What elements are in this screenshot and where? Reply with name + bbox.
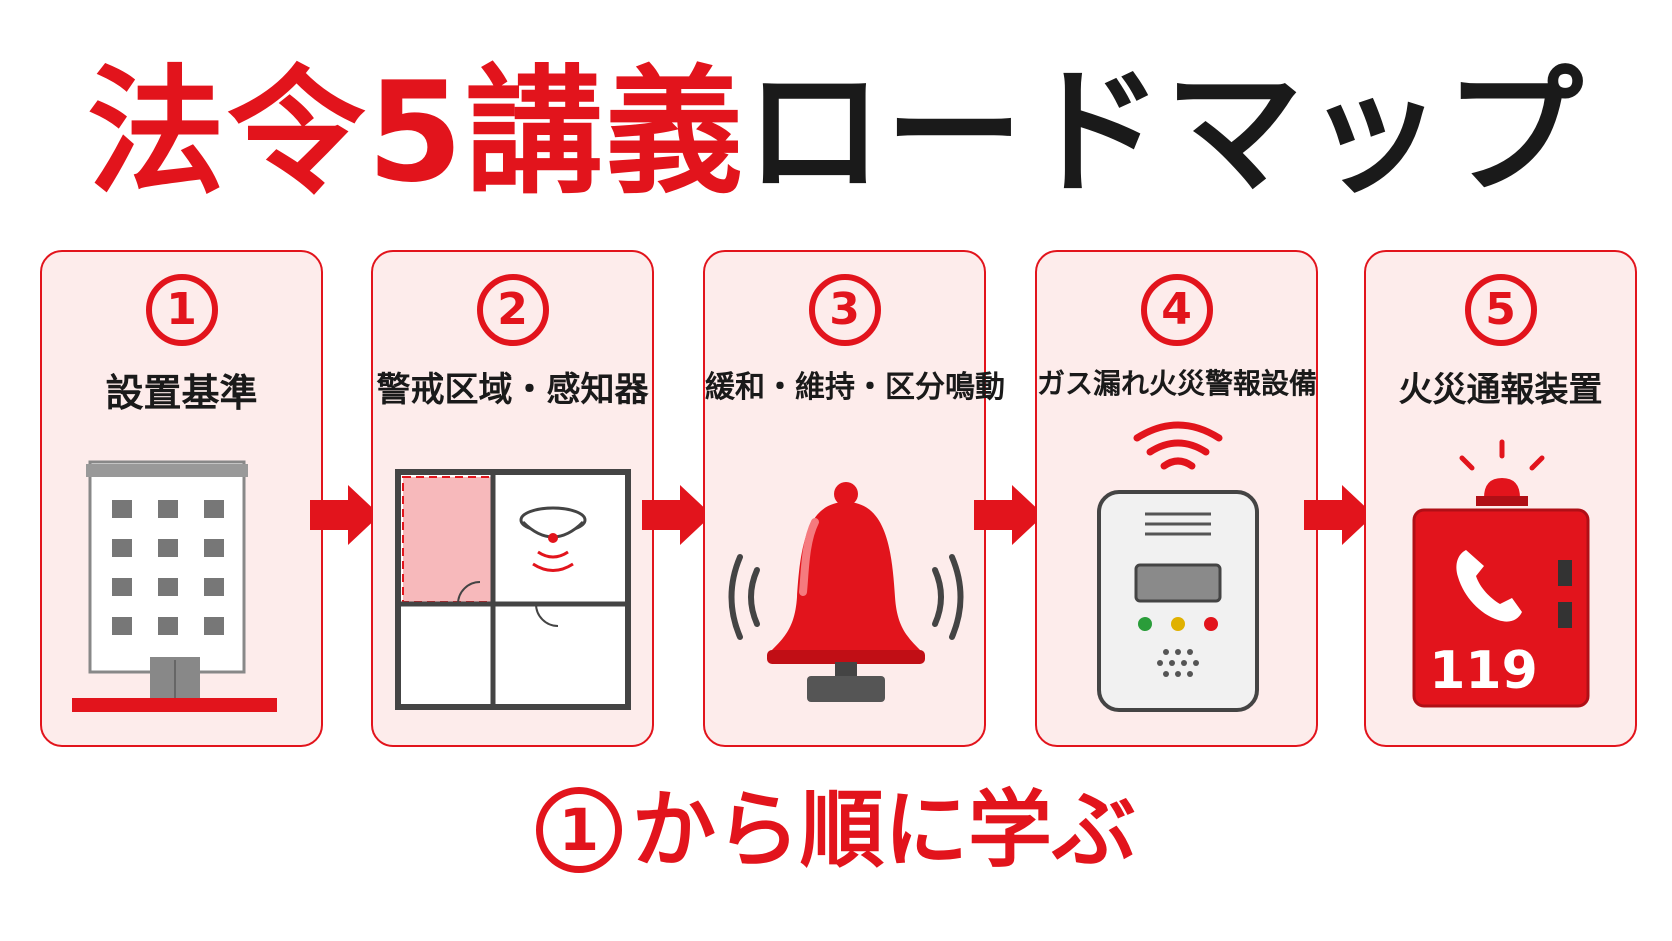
step-number-3: 3 [808, 274, 881, 346]
footer-circled-number: 1 [535, 787, 622, 874]
title-black-part: ロードマップ [745, 52, 1586, 213]
step-number-1: 1 [145, 274, 218, 346]
step-card-4: 4 ガス漏れ火災警報設備 [1035, 250, 1318, 747]
page-title: 法令5講義ロードマップ [0, 58, 1672, 208]
title-red-part: 法令5講義 [86, 52, 745, 213]
building-icon [72, 460, 277, 712]
footer-text: から順に学ぶ [631, 781, 1136, 879]
step-card-2: 2 警戒区域・感知器 [371, 250, 654, 747]
step-card-1: 1 設置基準 [40, 250, 323, 747]
arrow-3-4 [974, 485, 1044, 549]
arrow-2-3 [642, 485, 712, 549]
step-label-5: 火災通報装置 [1398, 370, 1603, 410]
gas-leak-alarm-icon [1097, 421, 1259, 712]
step-number-4: 4 [1140, 274, 1213, 346]
step-label-3: 緩和・維持・区分鳴動 [705, 370, 1005, 405]
arrow-1-2 [310, 485, 380, 549]
step-label-4: ガス漏れ火災警報設備 [1037, 367, 1318, 400]
step-card-3: 3 緩和・維持・区分鳴動 [703, 250, 1005, 747]
floor-plan-detector-icon [395, 469, 631, 710]
step-card-5: 5 火災通報装置 119 [1364, 250, 1637, 747]
step-label-2: 警戒区域・感知器 [376, 370, 649, 410]
fire-report-number: 119 [1429, 641, 1538, 701]
fire-report-device-icon [1412, 439, 1590, 708]
arrow-4-5 [1304, 485, 1374, 549]
alarm-bell-icon [728, 482, 964, 702]
step-label-1: 設置基準 [105, 371, 258, 415]
step-number-5: 5 [1464, 274, 1537, 346]
step-number-2: 2 [476, 274, 549, 346]
